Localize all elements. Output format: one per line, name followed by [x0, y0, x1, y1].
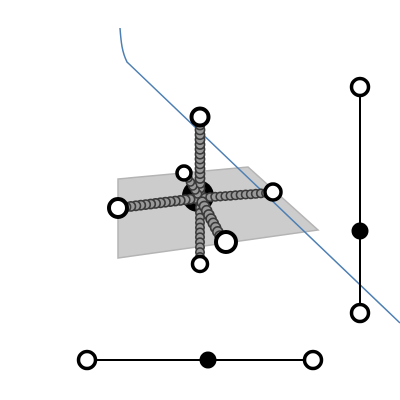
vertical-slider-end-top[interactable]	[349, 76, 371, 98]
gizmo-handle-right[interactable]	[263, 182, 283, 202]
vertical-slider-icon[interactable]	[349, 76, 371, 324]
gizmo-handle-back[interactable]	[175, 164, 193, 182]
horizontal-slider-icon[interactable]	[76, 349, 324, 371]
vertical-slider-knob[interactable]	[351, 222, 369, 240]
gizmo-handle-left[interactable]	[107, 197, 129, 219]
gizmo-handle-front[interactable]	[214, 230, 238, 254]
gizmo-handle-up[interactable]	[189, 106, 211, 128]
curve-line	[119, 27, 400, 324]
gizmo-axis-beads	[120, 119, 271, 263]
horizontal-slider-knob[interactable]	[199, 351, 217, 369]
gizmo-handle-down[interactable]	[190, 254, 210, 274]
vertical-slider-end-bottom[interactable]	[349, 302, 371, 324]
horizontal-slider-end-right[interactable]	[302, 349, 324, 371]
horizontal-slider-end-left[interactable]	[76, 349, 98, 371]
move-gizmo-icon[interactable]	[107, 106, 283, 274]
